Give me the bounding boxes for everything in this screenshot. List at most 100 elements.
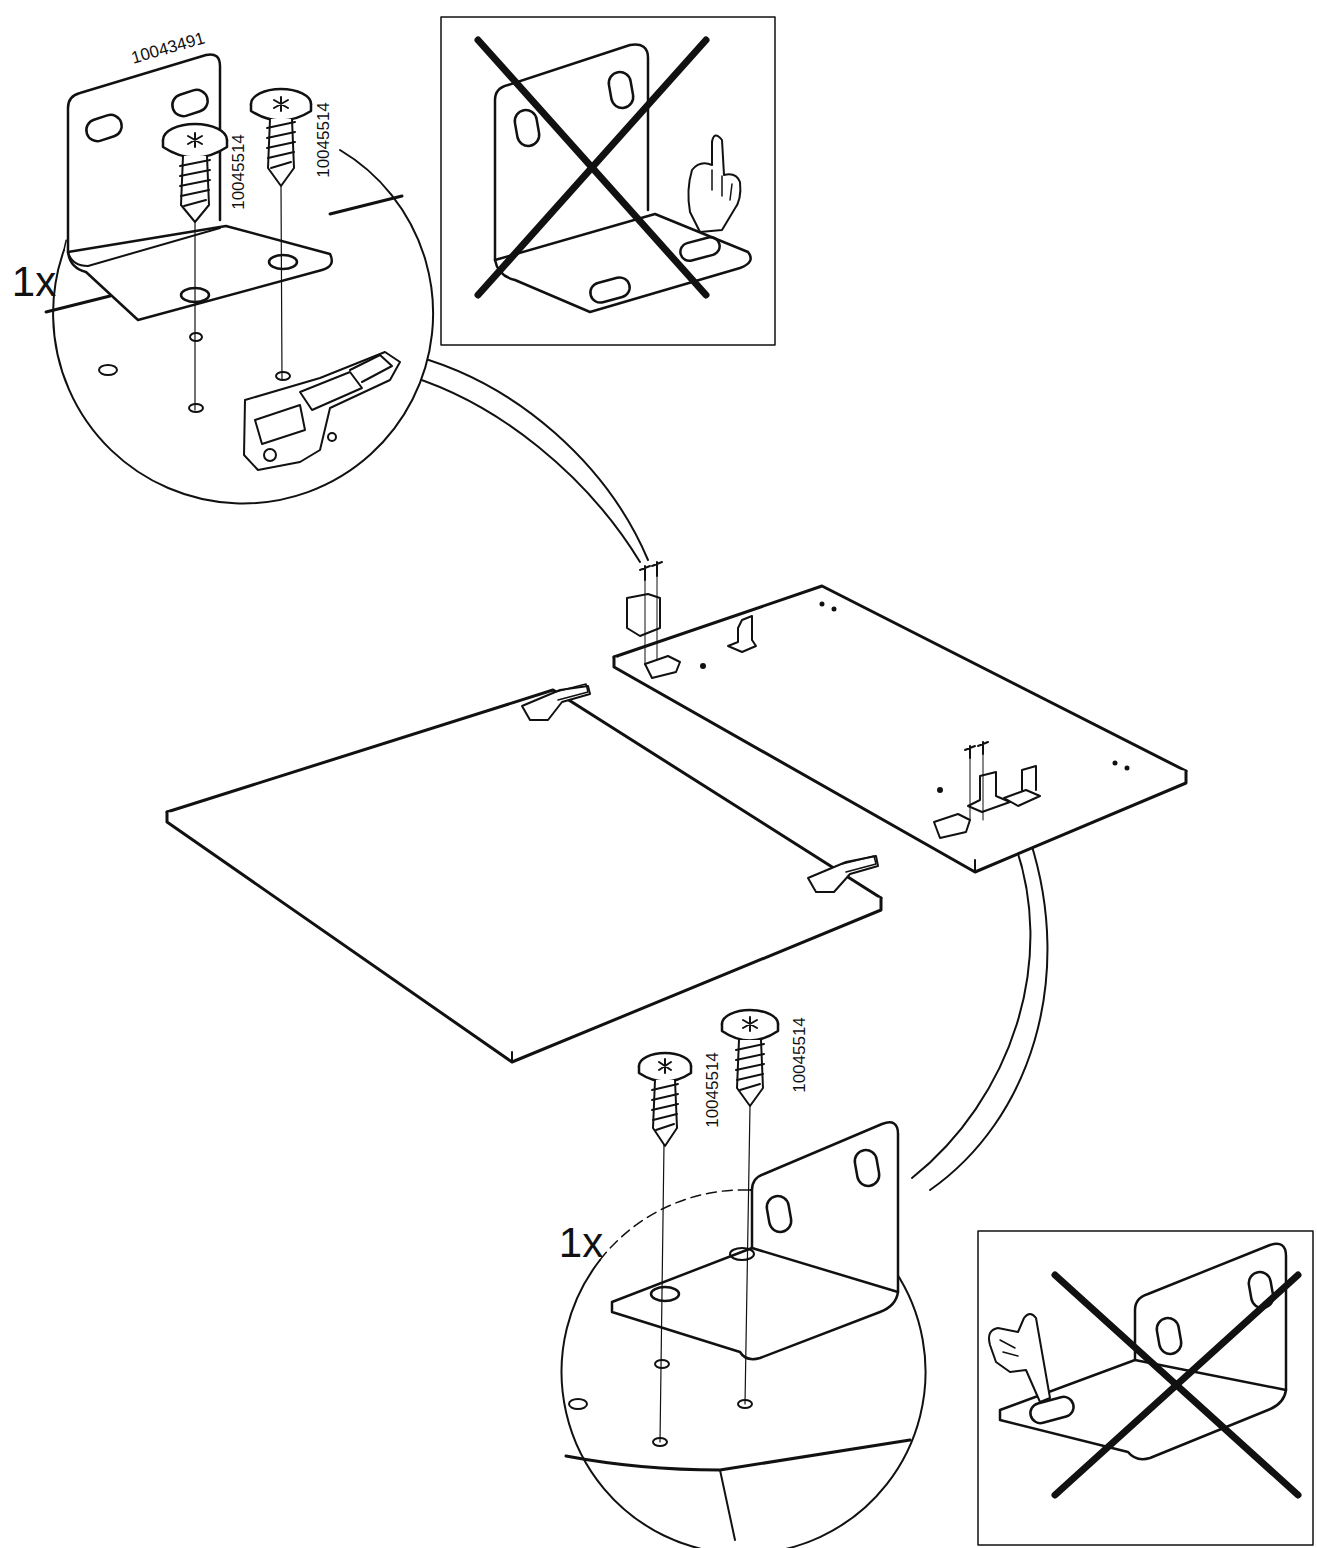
- angle-bracket: [269, 255, 297, 269]
- screw: [281, 185, 282, 380]
- angle-bracket: [83, 112, 124, 144]
- door-panel: [833, 608, 836, 611]
- cup-hinge: [808, 856, 878, 892]
- panel-edge: [566, 1440, 910, 1470]
- warning-box: [588, 275, 632, 305]
- warning-box: [441, 17, 775, 345]
- panel-edge: [276, 372, 290, 380]
- small-bracket: [627, 594, 660, 636]
- screw: [163, 89, 311, 410]
- door-panel: [1126, 767, 1129, 770]
- warning-box: [1155, 1316, 1183, 1355]
- angle-bracket: [730, 1248, 754, 1260]
- screw: [652, 1084, 678, 1130]
- hinge-symbol: [244, 352, 400, 470]
- quantity-label: 1x: [559, 1222, 603, 1264]
- angle-bracket: [765, 1194, 793, 1233]
- small-bracket: [645, 574, 646, 665]
- cup-hinge: [555, 684, 588, 700]
- warning-box: [478, 40, 706, 295]
- panel-edge: [566, 1360, 910, 1540]
- panel-edge: [330, 196, 402, 214]
- small-hinge: [645, 656, 680, 678]
- small-bracket: [1004, 766, 1040, 806]
- warning-box: [1055, 1275, 1298, 1495]
- magnifier-leader: [930, 840, 1047, 1190]
- magnifier-circle: [600, 1190, 750, 1260]
- screw: [274, 97, 288, 111]
- hinge-symbol: [350, 355, 392, 382]
- screw: [659, 1059, 671, 1073]
- small-bracket: [965, 742, 988, 758]
- panel-edge: [190, 333, 202, 341]
- angle-bracket: [68, 228, 220, 266]
- part-number: 10045514: [704, 1052, 721, 1128]
- panel-edge: [99, 365, 117, 375]
- warning-box: [978, 1231, 1313, 1545]
- small-bracket: [970, 752, 971, 820]
- warning-box: [478, 40, 706, 295]
- small-bracket: [968, 772, 1010, 812]
- warning-box: [712, 170, 732, 200]
- hinge-symbol: [255, 405, 305, 444]
- screw: [743, 1017, 757, 1031]
- door-panel: [974, 860, 976, 872]
- warning-box: [1000, 1340, 1018, 1356]
- angle-bracket: [612, 1122, 898, 1359]
- warning-box: [989, 1314, 1050, 1402]
- door-panel: [511, 1052, 513, 1062]
- small-hinge: [934, 814, 970, 838]
- warning-box: [513, 108, 541, 147]
- angle-bracket: [651, 1287, 679, 1301]
- screw: [268, 119, 294, 186]
- screw: [653, 1080, 677, 1146]
- magnifier-leader: [400, 352, 648, 560]
- screw: [745, 1106, 750, 1404]
- angle-bracket: [853, 1148, 881, 1187]
- angle-bracket: [169, 87, 210, 119]
- hinge-symbol: [244, 352, 400, 470]
- magnifier-leader: [912, 836, 1030, 1178]
- panel-edge: [720, 1470, 735, 1540]
- warning-box: [607, 70, 635, 109]
- screw: [639, 1010, 778, 1442]
- screw: [188, 133, 202, 147]
- panel-edge: [189, 404, 203, 412]
- screw: [267, 122, 295, 168]
- door-panel: [821, 603, 824, 606]
- small-bracket: [657, 570, 658, 660]
- part-number: 10045514: [230, 134, 247, 210]
- panel-edge: [569, 1399, 587, 1409]
- small-bracket: [728, 616, 756, 652]
- screw: [181, 156, 209, 222]
- angle-bracket: [68, 226, 332, 320]
- screw: [737, 1040, 763, 1106]
- warning-box: [688, 135, 740, 232]
- hinge-symbol: [264, 449, 276, 461]
- door-panel: [167, 812, 881, 1062]
- panel-edge: [655, 1360, 669, 1368]
- warning-box: [978, 1231, 1313, 1545]
- warning-box: [1055, 1275, 1298, 1495]
- small-bracket: [983, 748, 984, 820]
- door-panel: [938, 788, 942, 792]
- screw: [660, 1144, 664, 1442]
- angle-bracket: [68, 54, 332, 320]
- door-panel: [701, 664, 705, 668]
- small-bracket: [640, 562, 662, 580]
- warning-box: [441, 17, 775, 345]
- part-number: 10045514: [315, 102, 332, 178]
- warning-box: [1028, 1395, 1076, 1426]
- angle-bracket: [612, 1248, 898, 1359]
- cup-hinge: [522, 684, 878, 892]
- screw: [736, 1044, 764, 1090]
- part-number: 10045514: [791, 1017, 808, 1093]
- door-panel: [167, 690, 881, 1062]
- hinge-symbol: [300, 372, 362, 410]
- cup-hinge: [842, 856, 876, 872]
- screw: [180, 160, 210, 206]
- warning-box: [678, 235, 721, 263]
- hinge-symbol: [328, 433, 336, 441]
